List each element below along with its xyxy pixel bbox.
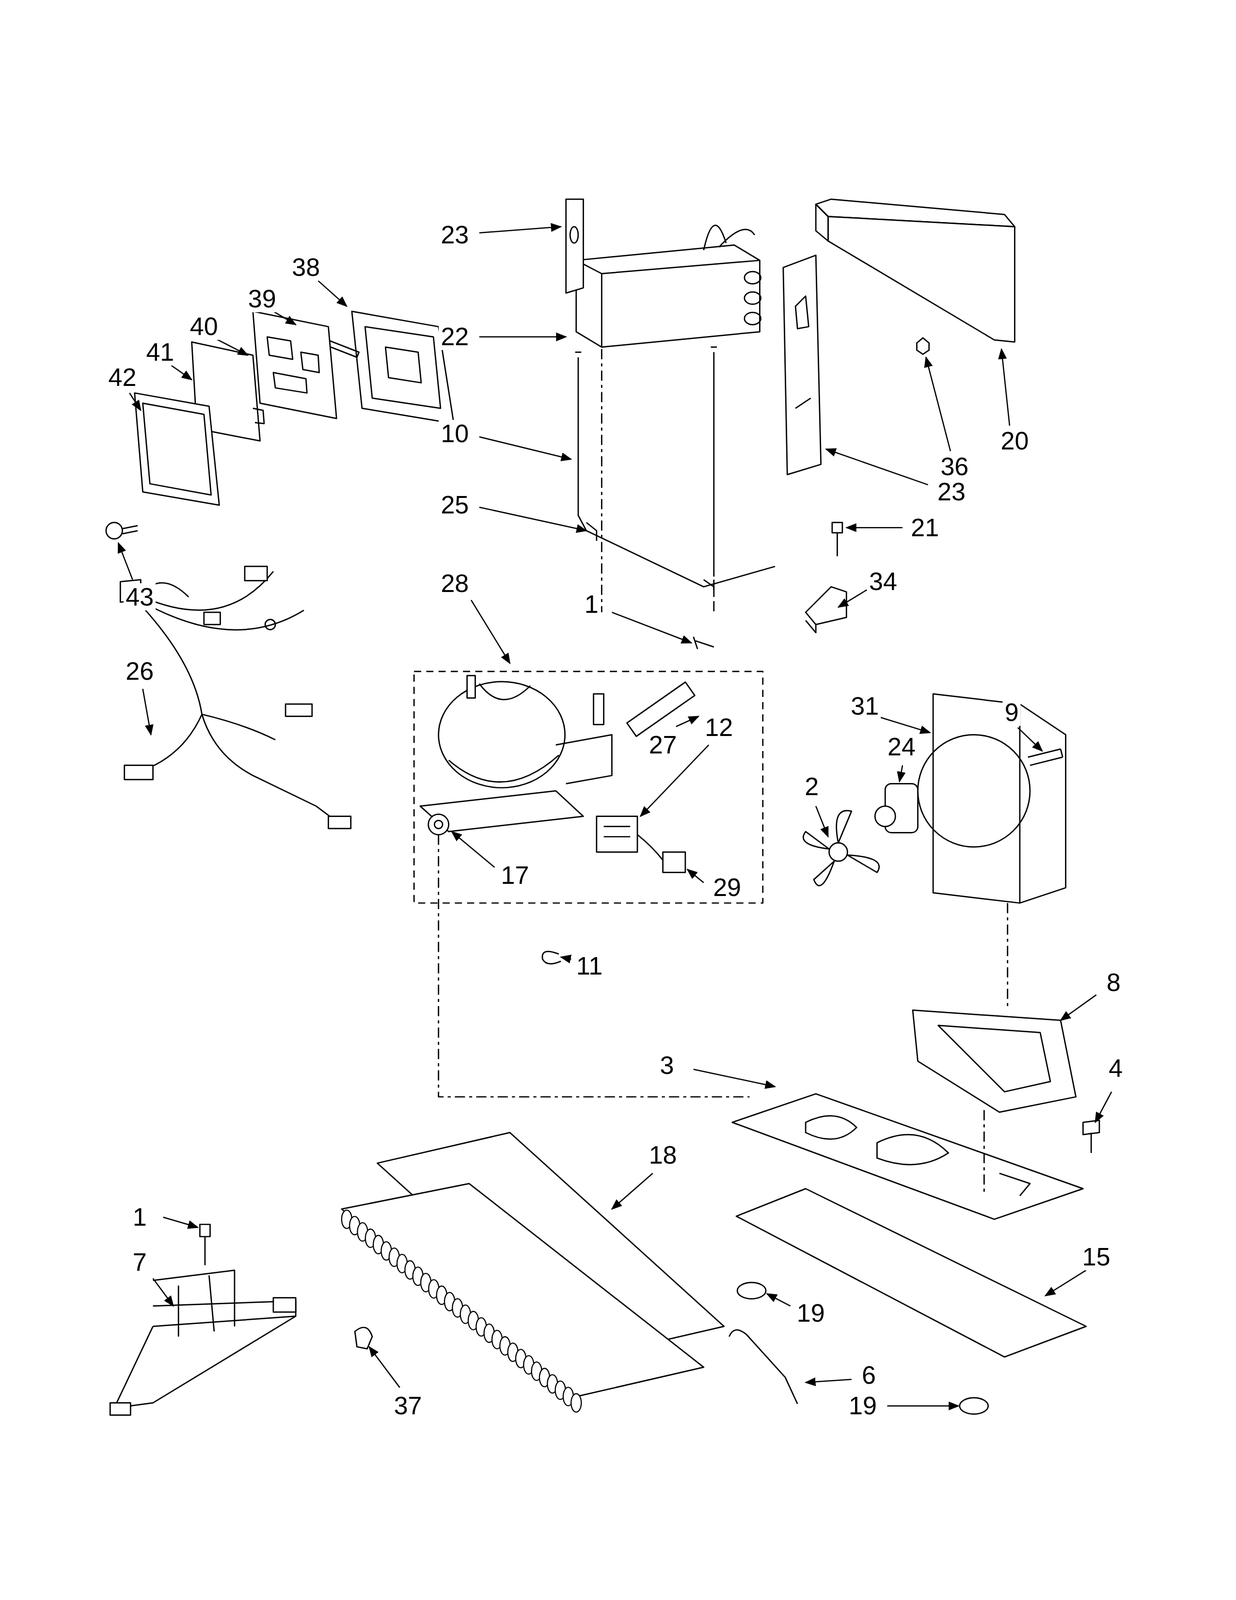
callout-number: 24	[885, 732, 918, 761]
callout-number: 12	[702, 713, 735, 741]
callout-number: 2	[802, 772, 821, 800]
callout-number: 3	[658, 1051, 677, 1079]
callout-number: 31	[848, 692, 881, 720]
callout-number: 39	[246, 285, 279, 313]
callout-number: 29	[711, 873, 744, 901]
callout-number: 1	[130, 1203, 149, 1231]
callout-number: 23	[438, 221, 471, 249]
callout-number: 19	[794, 1299, 827, 1327]
callout-number: 7	[130, 1248, 149, 1276]
callout-number: 19	[846, 1391, 879, 1419]
callout-number: 4	[1106, 1054, 1125, 1082]
callout-number: 18	[647, 1140, 680, 1169]
callout-number: 1	[582, 590, 601, 618]
callout-number: 20	[998, 427, 1031, 455]
callout-number: 41	[143, 338, 176, 366]
callout-number: 8	[1104, 968, 1123, 996]
callout-number: 40	[188, 312, 221, 340]
callout-number: 21	[908, 513, 941, 541]
callout-number: 36	[938, 452, 971, 480]
callout-number: 25	[438, 491, 471, 519]
callout-number: 43	[123, 583, 156, 611]
callout-number: 37	[392, 1391, 425, 1419]
callout-number: 27	[647, 730, 680, 759]
callout-number: 17	[499, 861, 532, 889]
callout-number: 22	[438, 322, 471, 350]
callout-number: 9	[1002, 698, 1021, 726]
callout-number: 42	[106, 363, 139, 391]
callout-number: 23	[935, 477, 968, 506]
callout-number: 10	[438, 419, 471, 447]
callout-number: 6	[859, 1361, 878, 1389]
callout-number: 15	[1080, 1242, 1113, 1270]
callout-number: 11	[574, 951, 605, 980]
callout-number: 28	[438, 569, 471, 597]
callout-number: 34	[867, 567, 900, 595]
callout-number: 38	[289, 253, 322, 281]
callout-number: 26	[123, 657, 156, 685]
